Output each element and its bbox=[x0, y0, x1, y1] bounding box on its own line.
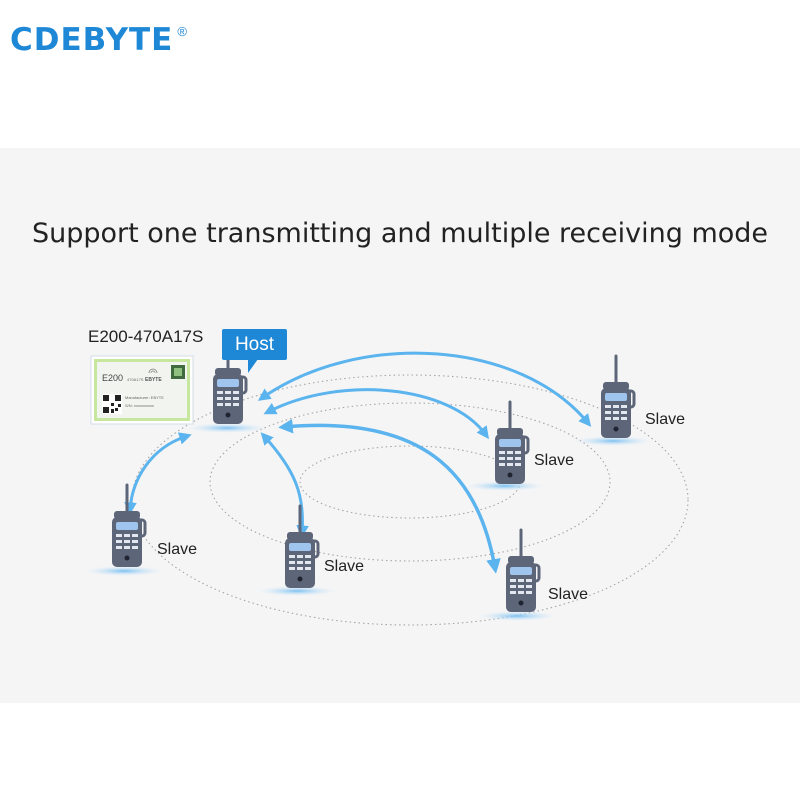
chip-model: 470A17S bbox=[127, 377, 144, 382]
qr-code-icon bbox=[102, 394, 122, 414]
link-slave-left bbox=[124, 432, 192, 516]
host-tag: Host bbox=[222, 329, 287, 360]
module-model-label: E200-470A17S bbox=[88, 327, 204, 346]
chip-title: E200 bbox=[102, 373, 123, 383]
slave-label: Slave bbox=[157, 541, 198, 558]
chip-brand: EBYTE bbox=[145, 377, 162, 383]
slave-radio-icon bbox=[504, 528, 541, 614]
registered-mark: ® bbox=[177, 24, 187, 39]
brand-logo: CDEBYTE ® bbox=[10, 22, 187, 58]
transmission-arrows bbox=[124, 351, 592, 574]
slave-label: Slave bbox=[645, 411, 686, 428]
slave-label: Slave bbox=[324, 558, 365, 575]
slave-label: Slave bbox=[534, 452, 575, 469]
link-slave-bottom-right bbox=[278, 418, 501, 574]
chip-manufacturer: Manufacturer: EBYTE bbox=[125, 395, 164, 400]
host-tag-pointer bbox=[248, 359, 258, 373]
chip-sn: S/N: xxxxxxxxxx bbox=[125, 403, 154, 408]
signal-icon bbox=[148, 368, 158, 374]
link-slave-far-right bbox=[257, 351, 592, 427]
module-chip: E200 470A17S EBYTE Manufacturer: EBYTE S… bbox=[90, 355, 194, 425]
link-slave-bottom-center bbox=[260, 432, 309, 539]
link-slave-center bbox=[263, 388, 489, 440]
brand-name: CDEBYTE bbox=[10, 22, 174, 58]
slave-label: Slave bbox=[548, 586, 589, 603]
slave-radio-icon bbox=[283, 504, 320, 590]
slave-radio-icon bbox=[599, 354, 636, 440]
headline: Support one transmitting and multiple re… bbox=[31, 218, 769, 249]
slave-radio-icon bbox=[110, 483, 147, 569]
slave-radio-icon bbox=[493, 400, 530, 486]
